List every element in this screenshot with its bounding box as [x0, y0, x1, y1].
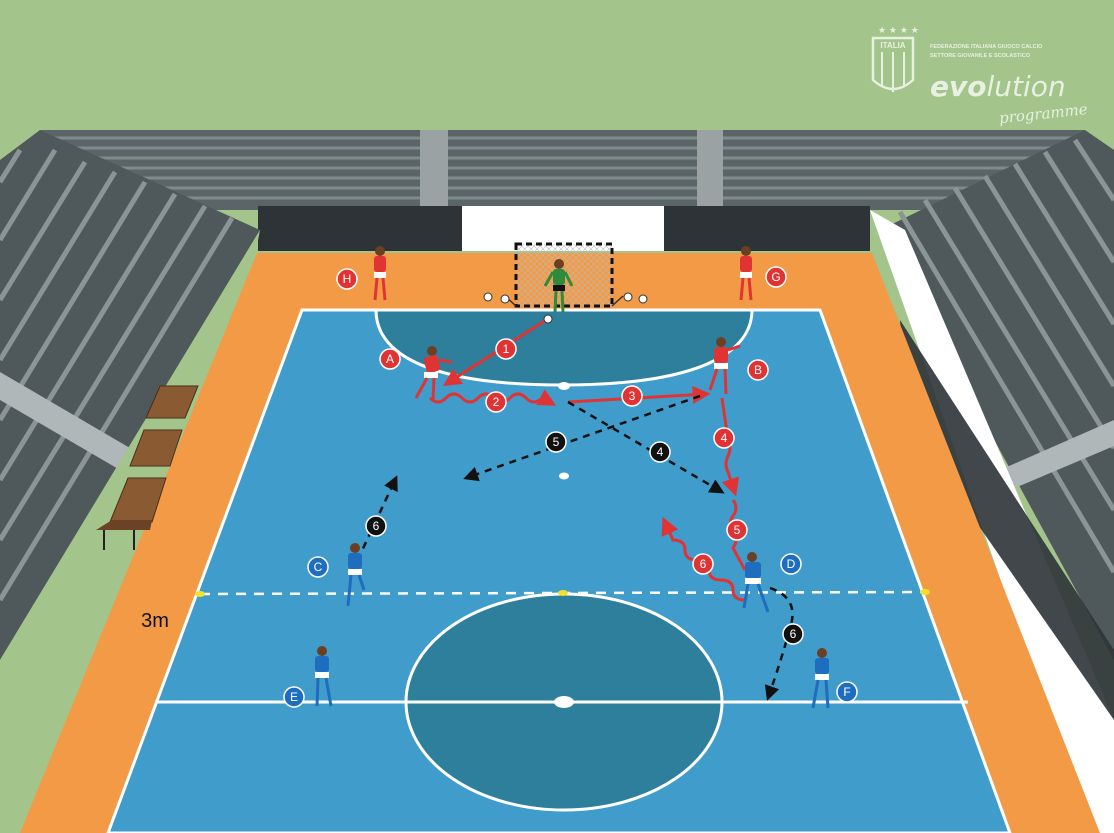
svg-text:6: 6 [700, 557, 707, 571]
step-marker-3: 3 [622, 386, 642, 406]
svg-text:E: E [290, 690, 298, 704]
step-marker-2: 2 [486, 392, 506, 412]
center-spot [554, 696, 574, 708]
svg-text:G: G [771, 270, 780, 284]
svg-text:4: 4 [657, 445, 664, 459]
svg-text:6: 6 [790, 627, 797, 641]
distance-label: 3m [141, 610, 169, 632]
cone-marker-right [920, 589, 930, 595]
penalty-spot [558, 382, 570, 390]
logo-wordmark: evolution [930, 70, 1066, 103]
step-marker-4-red: 4 [714, 428, 734, 448]
ball [544, 315, 552, 323]
step-marker-5-black: 5 [546, 432, 566, 452]
svg-text:2: 2 [493, 395, 500, 409]
second-penalty-spot [559, 473, 569, 480]
federation-line-2: SETTORE GIOVANILE E SCOLASTICO [930, 53, 1031, 59]
step-marker-4-black: 4 [650, 442, 670, 462]
svg-text:4: 4 [721, 431, 728, 445]
svg-text:5: 5 [734, 523, 741, 537]
svg-text:5: 5 [553, 435, 560, 449]
svg-text:A: A [386, 352, 394, 366]
step-marker-5-red: 5 [727, 520, 747, 540]
svg-text:ITALIA: ITALIA [880, 41, 905, 50]
step-marker-6-black-left: 6 [366, 516, 386, 536]
step-marker-1: 1 [496, 339, 516, 359]
federation-line-1: FEDERAZIONE ITALIANA GIUOCO CALCIO [930, 44, 1043, 50]
step-marker-6-black-right: 6 [783, 624, 803, 644]
cone-marker-center [558, 590, 568, 596]
svg-text:6: 6 [373, 519, 380, 533]
svg-text:D: D [787, 557, 796, 571]
svg-text:C: C [314, 560, 323, 574]
svg-text:★ ★ ★ ★: ★ ★ ★ ★ [878, 26, 919, 36]
svg-text:F: F [843, 685, 850, 699]
step-marker-6-red: 6 [693, 554, 713, 574]
svg-text:1: 1 [503, 342, 510, 356]
cone-marker-left [195, 591, 205, 597]
svg-text:B: B [754, 363, 762, 377]
svg-text:3: 3 [629, 389, 636, 403]
svg-text:H: H [343, 272, 352, 286]
